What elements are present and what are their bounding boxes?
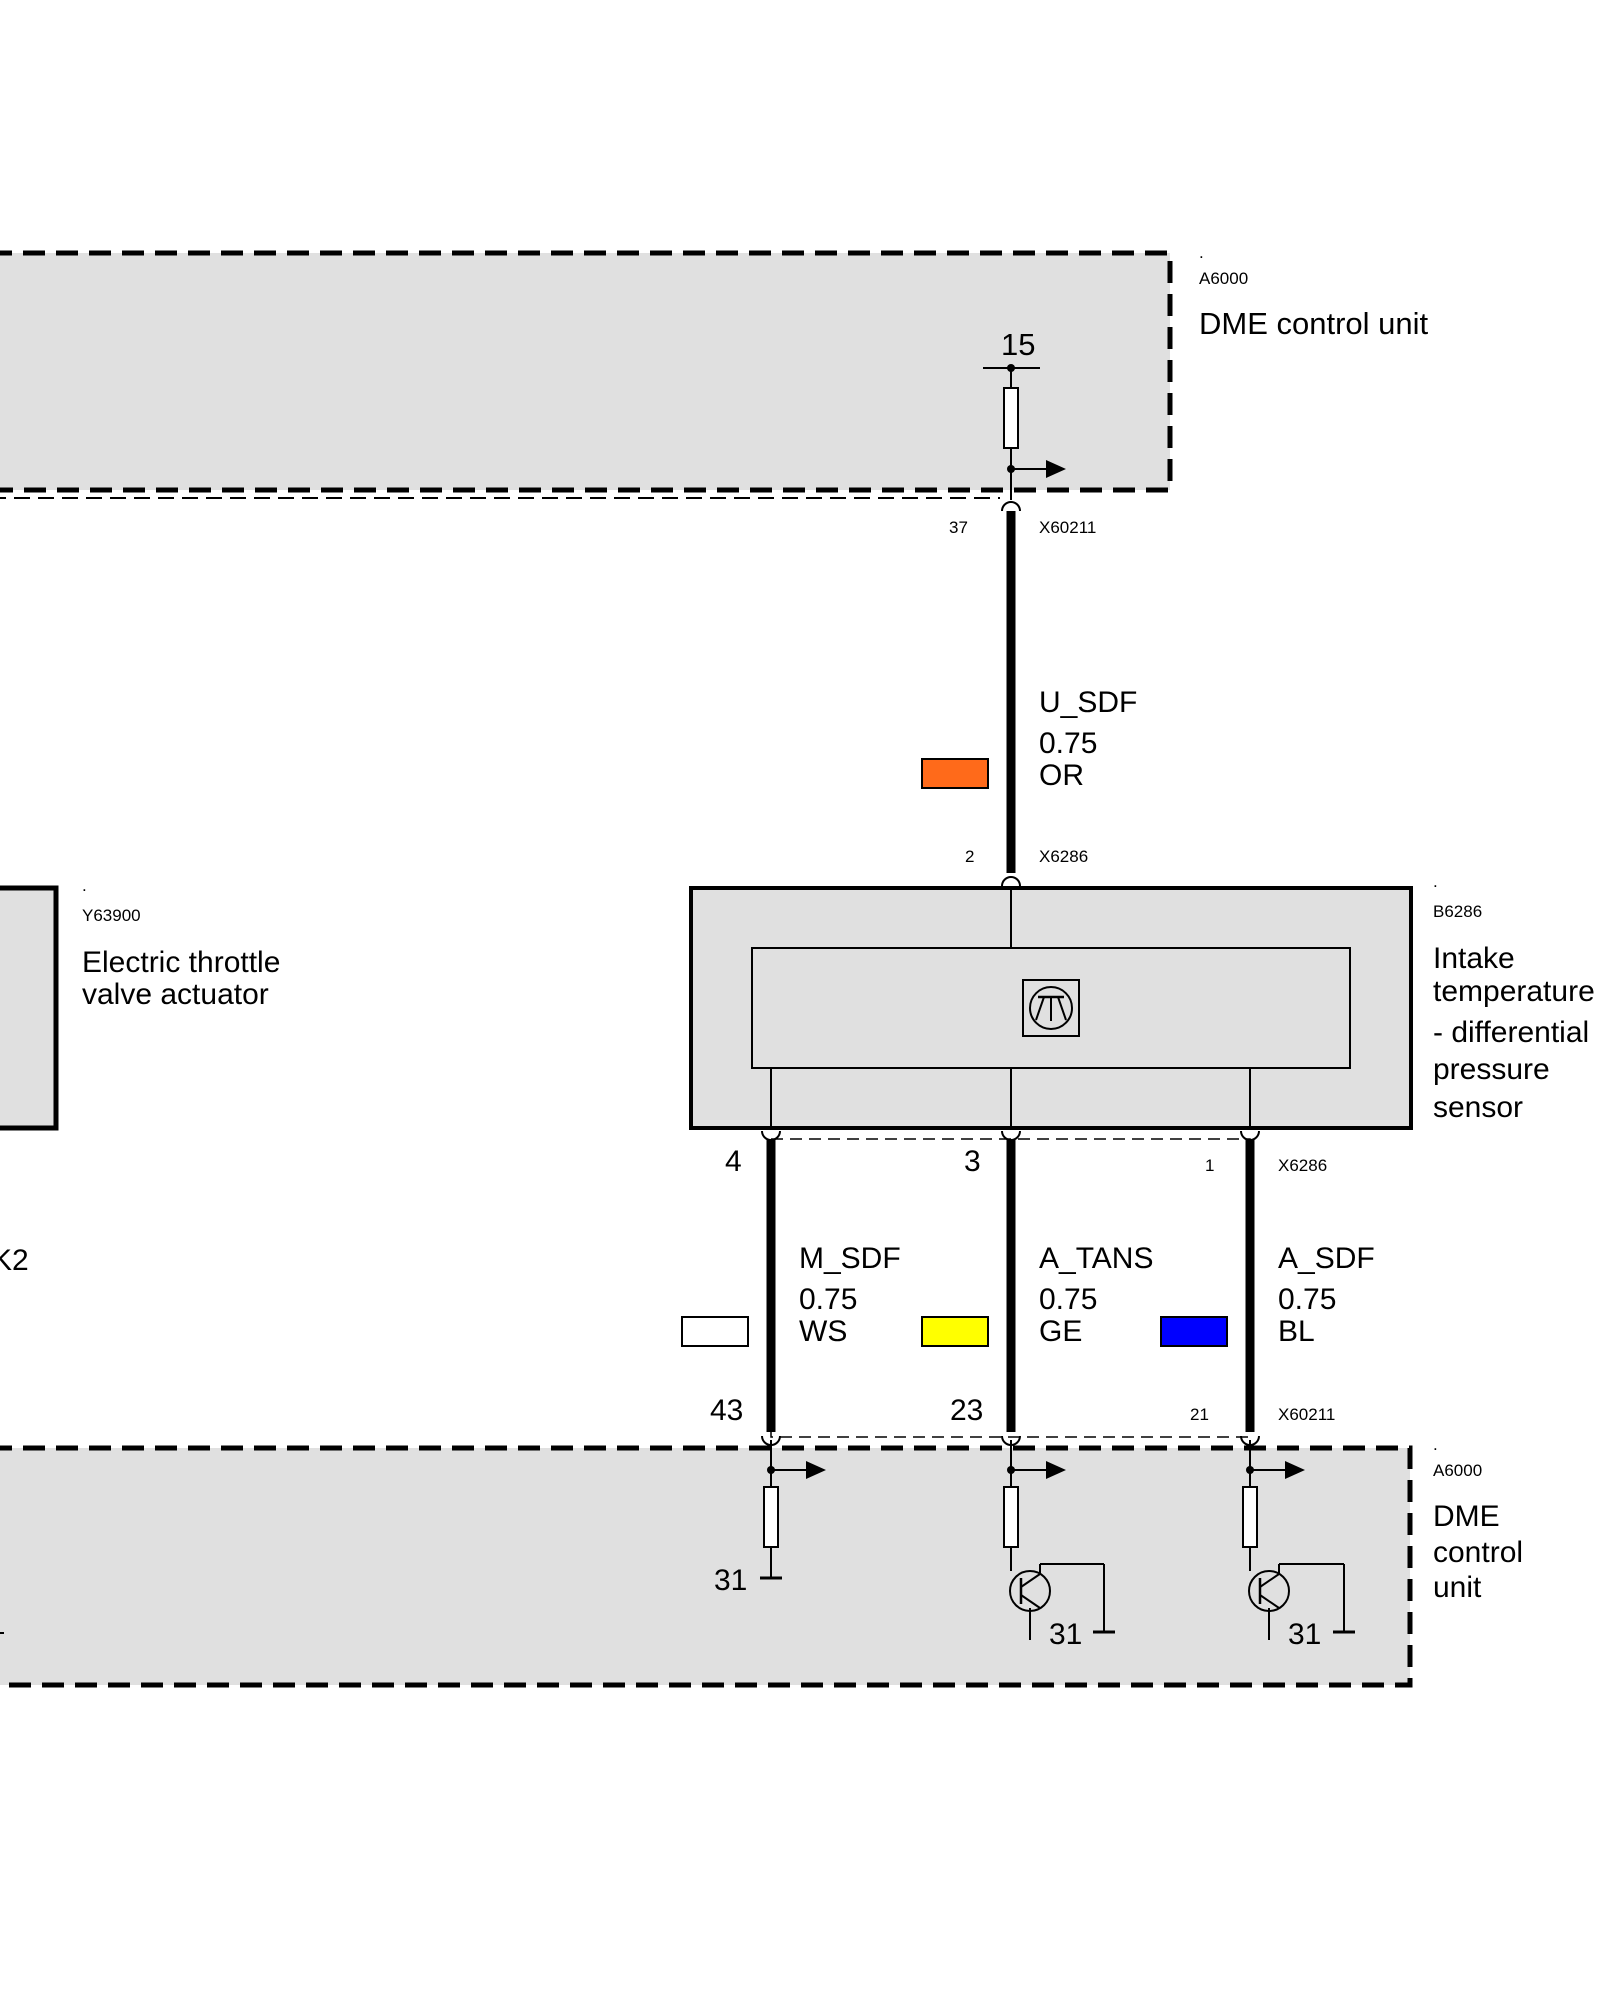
top-dme-id: A6000 — [1199, 269, 1248, 288]
sensor-transistor-icon — [1022, 979, 1080, 1037]
bottom-dme-name-line3: unit — [1433, 1571, 1482, 1604]
ground-label-a-sdf: 31 — [1288, 1618, 1321, 1651]
wire-a-tans-size: 0.75 — [1039, 1283, 1097, 1316]
wire-a-tans-color: GE — [1039, 1315, 1082, 1348]
a-sdf-input-circuit — [1242, 1440, 1355, 1640]
wire-a-tans-name: A_TANS — [1039, 1242, 1153, 1275]
wire-u-sdf-name: U_SDF — [1039, 686, 1137, 719]
wire-m-sdf-color: WS — [799, 1315, 847, 1348]
sensor-name-line4: pressure — [1433, 1053, 1550, 1086]
sensor-name-line3: - differential — [1433, 1016, 1589, 1049]
sensor-top-connector-pin: 2 — [965, 847, 974, 866]
sensor-bottom-pin-1: 1 — [1205, 1156, 1214, 1175]
sensor-name-line1: Intake — [1433, 942, 1515, 975]
wire-m-sdf-swatch — [681, 1316, 749, 1347]
sensor-id: B6286 — [1433, 902, 1482, 921]
top-dme-dot: . — [1199, 243, 1204, 262]
top-dme-pin15-label: 15 — [1001, 327, 1035, 362]
sensor-top-connector-id: X6286 — [1039, 847, 1088, 866]
ground-label-m-sdf: 31 — [714, 1564, 747, 1597]
bottom-connector-pin-21: 21 — [1190, 1405, 1209, 1424]
m-sdf-input-circuit — [760, 1440, 826, 1580]
top-dme-unit-border — [0, 250, 1173, 493]
sensor-pin-2-connector-icon — [1001, 876, 1021, 887]
bottom-dme-name-line2: control — [1433, 1536, 1523, 1569]
bottom-dme-id: A6000 — [1433, 1461, 1482, 1480]
ground-label-a-tans: 31 — [1049, 1618, 1082, 1651]
throttle-dot: . — [82, 876, 87, 895]
throttle-name-line2: valve actuator — [82, 978, 269, 1011]
throttle-id: Y63900 — [82, 906, 141, 925]
sensor-name-line5: sensor — [1433, 1091, 1523, 1124]
wire-u-sdf-swatch — [921, 758, 989, 789]
sensor-bottom-pin-4: 4 — [725, 1145, 742, 1178]
top-dme-unit-box — [0, 253, 1170, 490]
wire-u-sdf-size: 0.75 — [1039, 727, 1097, 760]
top-output-arrow-icon — [1046, 460, 1066, 478]
bottom-dme-dot: . — [1433, 1435, 1438, 1454]
sensor-bottom-connector-id: X6286 — [1278, 1156, 1327, 1175]
bottom-connector-pin-43: 43 — [710, 1394, 743, 1427]
top-dme-name: DME control unit — [1199, 306, 1429, 341]
wire-a-tans-swatch — [921, 1316, 989, 1347]
bottom-connector-pin-23: 23 — [950, 1394, 983, 1427]
top-dme-unit — [0, 250, 1173, 499]
wire-a-sdf-name: A_SDF — [1278, 1242, 1375, 1275]
throttle-name-line1: Electric throttle — [82, 946, 280, 979]
throttle-actuator-box — [0, 885, 59, 1131]
bottom-dme-unit-border — [0, 1445, 1413, 1688]
wire-u-sdf-color: OR — [1039, 759, 1084, 792]
bottom-dme-name-line1: DME — [1433, 1500, 1500, 1533]
bottom-dme-unit-box — [0, 1448, 1410, 1685]
a-tans-input-circuit — [1003, 1440, 1115, 1640]
top-resistor-icon — [1003, 387, 1019, 449]
wire-a-sdf-size: 0.75 — [1278, 1283, 1336, 1316]
top-connector-pin: 37 — [949, 518, 968, 537]
wire-a-sdf-swatch — [1160, 1316, 1228, 1347]
sensor-name-line2: temperature — [1433, 975, 1595, 1008]
sensor-bottom-pin-3: 3 — [964, 1145, 981, 1178]
wire-m-sdf-name: M_SDF — [799, 1242, 901, 1275]
wire-m-sdf-size: 0.75 — [799, 1283, 857, 1316]
wire-a-sdf-color: BL — [1278, 1315, 1315, 1348]
bottom-connector-id: X60211 — [1278, 1405, 1335, 1424]
top-connector-id: X60211 — [1039, 518, 1096, 537]
sensor-dot: . — [1433, 872, 1438, 891]
partial-left-text: K2 — [0, 1244, 29, 1277]
top-pin-37-connector-icon — [1001, 501, 1021, 512]
